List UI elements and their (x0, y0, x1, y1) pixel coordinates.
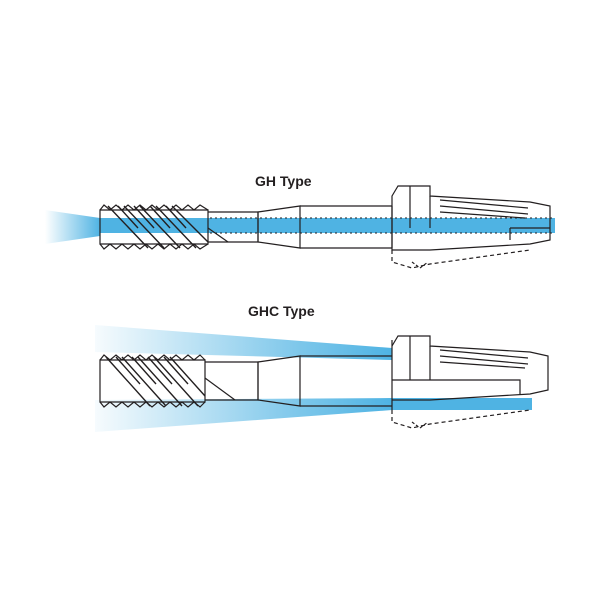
gh-coolant-channel (100, 218, 555, 233)
ghc-type-title: GHC Type (248, 303, 315, 319)
ghc-collet-holder (391, 335, 549, 401)
gh-collet-holder (391, 185, 551, 251)
gh-type-title: GH Type (255, 173, 312, 189)
ghc-flute-lines (105, 356, 206, 407)
gh-type-tap (45, 185, 555, 269)
ghc-coolant-spray-bottom (95, 398, 392, 432)
ghc-coolant-channel (392, 398, 532, 410)
gh-coolant-spray (45, 210, 100, 244)
ghc-type-tap (95, 325, 549, 432)
gh-flute-lines (107, 205, 209, 249)
ghc-shank (300, 340, 393, 410)
ghc-coolant-spray-top (95, 325, 392, 360)
